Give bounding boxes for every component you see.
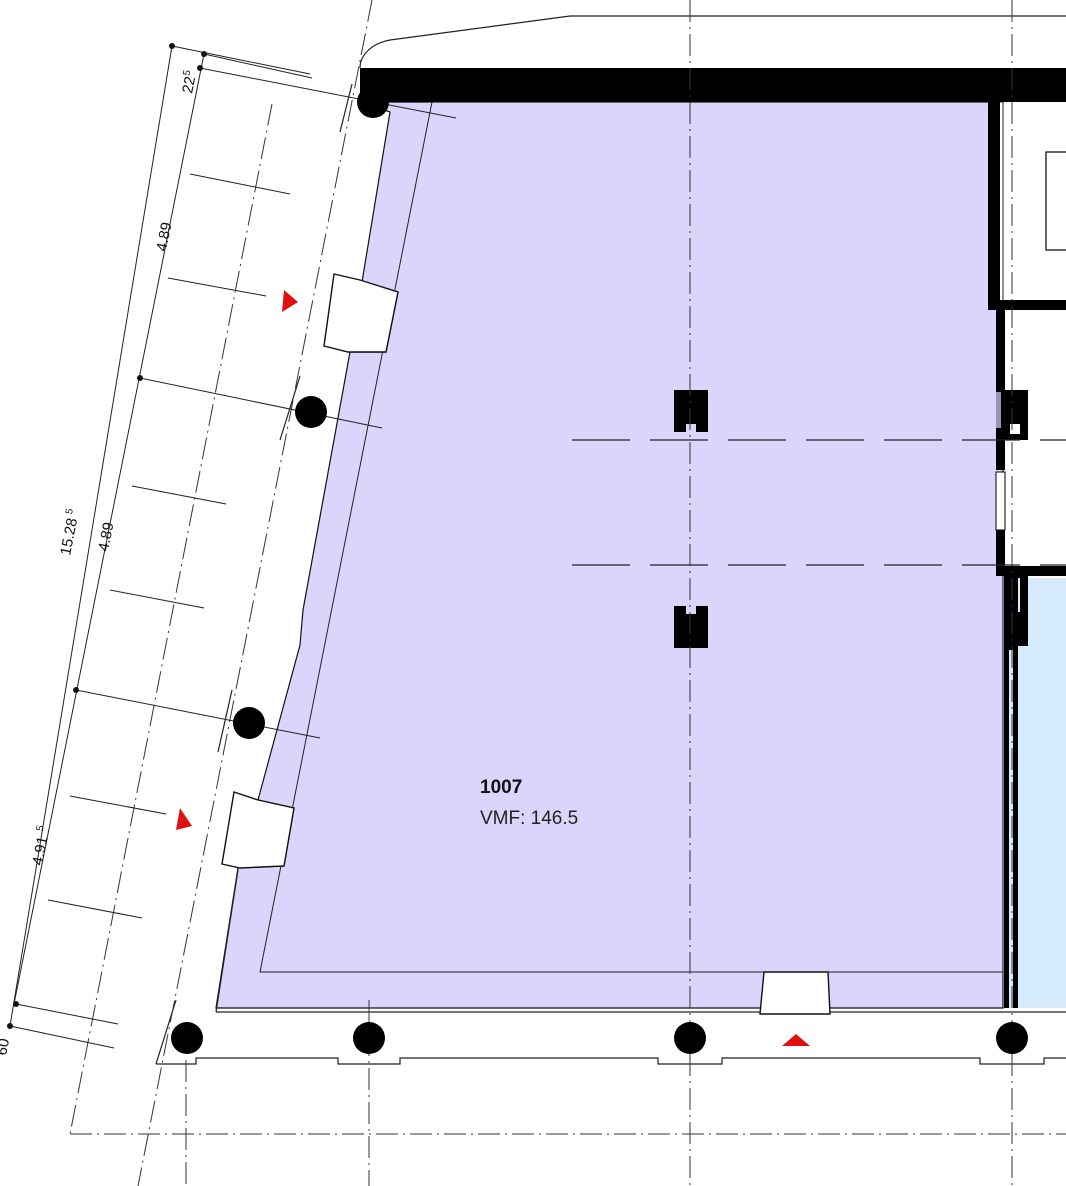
- dimension-superscript: 5: [35, 824, 47, 832]
- dimension-label-4-89-lower: 4.89: [95, 521, 117, 553]
- column-round: [353, 1022, 385, 1054]
- right-wall-mid: [996, 310, 1005, 430]
- dimension-text: 15.28: [57, 517, 81, 557]
- dimension-text: 4.89: [95, 521, 117, 553]
- interior-column-1: [674, 390, 708, 432]
- right-room-window: [1045, 151, 1066, 251]
- bottom-door-notch: [759, 971, 831, 1015]
- top-wall: [360, 68, 1066, 102]
- right-wall-mid-2: [996, 430, 1005, 470]
- entrance-markers: [176, 290, 810, 1046]
- grid-lines: [69, 0, 1066, 1186]
- dimension-label-60: 60: [0, 1037, 13, 1057]
- dimension-label-15-28-5: 15.28 5: [57, 507, 81, 557]
- entrance-arrow-icon: [176, 808, 192, 830]
- column-round: [171, 1022, 203, 1054]
- facade-left-outline: [215, 83, 353, 1013]
- adjacent-room-area[interactable]: [1018, 578, 1066, 1008]
- bay-window-lower: [221, 791, 295, 869]
- dimension-text: 60: [0, 1037, 13, 1057]
- right-column-2: [1004, 576, 1028, 646]
- dimension-text: 22: [179, 75, 199, 95]
- room-1007-area[interactable]: [215, 101, 1004, 1009]
- column-round: [233, 707, 265, 739]
- dimension-superscript: 5: [64, 507, 76, 515]
- interior-column-2: [674, 606, 708, 648]
- room-number: 1007: [480, 777, 522, 798]
- facade-bottom-outline: [156, 1011, 1066, 1065]
- right-wall-mid-3: [996, 530, 1005, 570]
- dimension-ticks: [7, 43, 207, 1029]
- right-wall-upper: [988, 102, 1000, 310]
- column-round: [357, 86, 389, 118]
- dimension-superscript: 5: [182, 69, 194, 77]
- dimension-text: 4.89: [153, 221, 175, 253]
- right-wall-cap: [988, 300, 1066, 310]
- bay-window-upper: [323, 273, 399, 353]
- right-wall-lower-gap: [1009, 650, 1013, 1008]
- dimension-string: [9, 45, 457, 1049]
- right-column-1: [1004, 390, 1028, 440]
- right-wall-window-a: [996, 392, 1001, 428]
- dimension-label-4-91-5: 4.91 5: [29, 824, 51, 867]
- zone-lines: [572, 439, 1066, 566]
- entrance-arrow-icon: [782, 1034, 810, 1046]
- round-columns: [171, 86, 1028, 1054]
- right-wall-cap-2: [996, 566, 1066, 576]
- room-area-label: VMF: 146.5: [480, 808, 578, 829]
- column-round: [295, 396, 327, 428]
- dimension-label-22-5: 22 5: [179, 69, 199, 95]
- facade-top-outline: [359, 15, 1066, 69]
- dimension-label-4-89-upper: 4.89: [153, 221, 175, 253]
- dimension-text: 4.91: [29, 835, 51, 867]
- entrance-arrow-icon: [282, 290, 298, 312]
- column-round: [996, 1022, 1028, 1054]
- column-round: [674, 1022, 706, 1054]
- right-wall-window-b: [995, 471, 1006, 531]
